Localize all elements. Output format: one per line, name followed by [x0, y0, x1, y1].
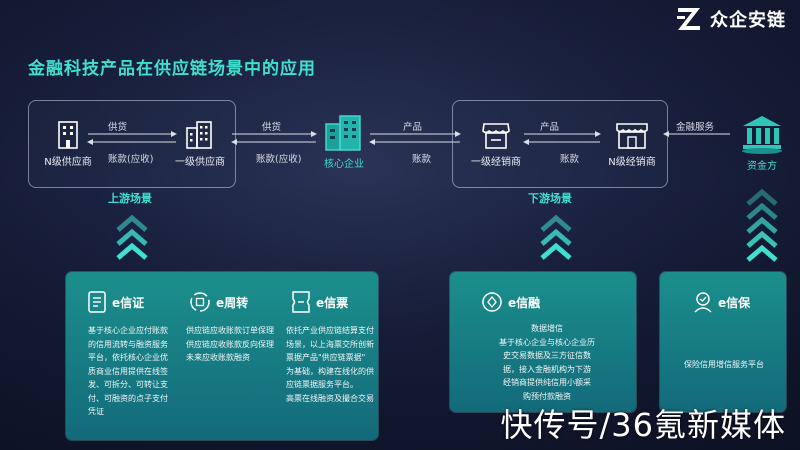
edge-label-supply-1: 供货 [108, 122, 128, 133]
card-line: 数据增信 [531, 324, 563, 333]
card-e-turnover-text: 供应链应收账款订单保理 供应链应收账款反向保理 未来应收账款融资 [186, 324, 282, 365]
edge-label-payment-2: 账款 [560, 154, 580, 165]
card-line: 发、可拆分、可转让支 [88, 380, 168, 389]
node-n-dealer: N级经销商 [600, 120, 664, 168]
core-building-icon [325, 115, 361, 151]
certificate-icon [88, 291, 106, 313]
card-e-finance-header: e信融 [480, 290, 540, 314]
card-title: e信保 [718, 295, 751, 310]
card-line: 史交易数据及三方征信数 [503, 351, 591, 360]
downstream-box [452, 100, 668, 188]
scene-downstream: 下游场景 [528, 192, 572, 205]
card-e-cert-header: e信证 [86, 290, 144, 314]
node-first-dealer: 一级经销商 [466, 120, 526, 168]
node-funder: 资金方 [732, 114, 792, 172]
card-title: e信票 [316, 295, 349, 310]
coin-icon [482, 292, 502, 312]
card-e-bill-header: e信票 [290, 290, 348, 314]
card-e-bill-text: 依托产业供应链结算支付 场景，以上海票交所创新 票据产品"供应链票据" 为基础，… [286, 324, 376, 405]
downstream-products-panel [450, 272, 636, 412]
edge-label-financial-service: 金融服务 [676, 122, 715, 133]
card-line: 的信用流转与融资服务 [88, 339, 168, 349]
card-line: 票据产品"供应链票据" [286, 353, 366, 362]
edge-label-product-1: 产品 [403, 122, 423, 133]
node-label: 核心企业 [324, 159, 364, 170]
bank-icon [742, 116, 782, 154]
node-label: 资金方 [747, 161, 777, 172]
card-e-guarantee-header: e信保 [692, 290, 750, 314]
card-line: 供应链应收账款订单保理 [186, 326, 274, 335]
card-line: 供应链应收账款反向保理 [186, 339, 274, 349]
office-buildings-icon [186, 121, 212, 149]
store-icon [482, 123, 510, 149]
card-line: 场景，以上海票交所创新 [286, 339, 374, 349]
card-line: 据，接入金融机构为下游 [503, 364, 591, 374]
cycle-icon [190, 292, 210, 312]
shop-icon [616, 123, 648, 149]
card-e-guarantee-text: 保险信用增信服务平台 [668, 358, 780, 372]
node-label: N级供应商 [44, 157, 92, 168]
card-line: 购预付款融资 [523, 391, 571, 401]
brand-name: 众企安链 [710, 10, 786, 31]
watermark: 快传号/36氪新媒体 [500, 406, 786, 444]
node-core-enterprise: 核心企业 [316, 114, 372, 170]
card-line: 经销商提供纯信用小额采 [503, 378, 591, 387]
card-line: 未来应收账款融资 [186, 353, 250, 362]
building-icon [58, 121, 78, 149]
node-n-supplier: N级供应商 [38, 120, 98, 168]
card-line: 付、可融资的点子支付 [88, 393, 168, 403]
ticket-icon [292, 291, 310, 313]
node-label: 一级供应商 [175, 157, 225, 168]
card-line: 基于核心企业与核心企业历 [499, 337, 595, 347]
page-title: 金融科技产品在供应链场景中的应用 [28, 59, 316, 79]
node-first-supplier: 一级供应商 [168, 120, 232, 168]
edge-label-ar-1: 账款(应收) [108, 154, 154, 165]
upstream-products-panel [66, 272, 378, 440]
card-line: 应链票据服务平台。 [286, 380, 358, 389]
card-line: 基于核心企业应付账款 [88, 326, 168, 335]
card-line: 高票在线融资及撮合交易 [286, 393, 374, 403]
node-label: N级经销商 [608, 157, 656, 168]
card-title: e周转 [216, 295, 249, 310]
edge-label-ar-2: 账款(应收) [256, 154, 302, 165]
card-line: 保险信用增信服务平台 [684, 360, 764, 369]
edge-label-payment-1: 账款 [412, 154, 432, 165]
card-e-turnover-header: e周转 [188, 290, 248, 314]
card-line: 依托产业供应链结算支付 [286, 326, 374, 335]
card-line: 凭证 [88, 407, 104, 416]
card-e-cert-text: 基于核心企业应付账款 的信用流转与融资服务 平台，依托核心企业优 质商业信用提供… [88, 324, 180, 419]
scene-upstream: 上游场景 [108, 192, 152, 205]
card-line: 质商业信用提供在线签 [88, 366, 168, 376]
chevron-up-icon [540, 214, 572, 260]
edge-label-supply-2: 供货 [262, 122, 282, 133]
shield-person-icon [694, 292, 712, 313]
card-title: e信融 [508, 295, 541, 310]
edge-label-product-2: 产品 [540, 122, 560, 133]
card-line: 为基础，构建在线化的供 [286, 366, 374, 376]
node-label: 一级经销商 [471, 157, 521, 168]
funder-products-panel [660, 272, 786, 412]
card-title: e信证 [112, 295, 145, 310]
chevron-up-icon [116, 214, 148, 260]
card-line: 平台，依托核心企业优 [88, 353, 168, 362]
brand-mark-icon [677, 8, 700, 30]
chevron-up-icon [746, 188, 778, 262]
card-e-finance-text: 数据增信 基于核心企业与核心企业历 史交易数据及三方征信数 据，接入金融机构为下… [472, 322, 622, 403]
brand-logo: 众企安链 [676, 6, 786, 32]
